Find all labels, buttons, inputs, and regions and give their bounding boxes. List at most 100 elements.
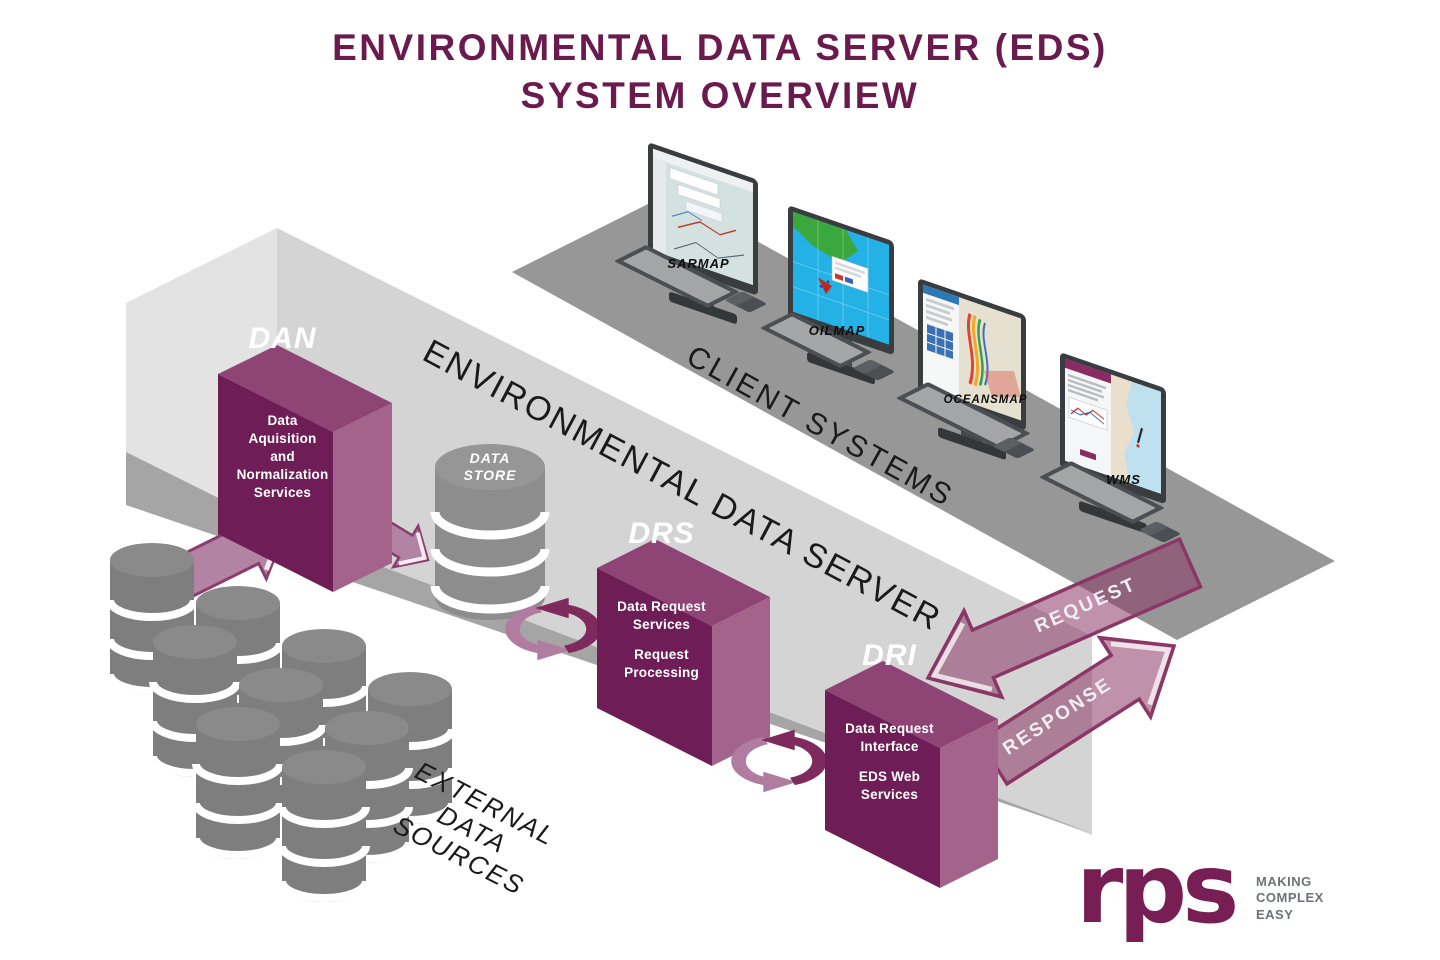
dri-front-face xyxy=(825,690,940,888)
current-ribbon-red xyxy=(967,313,975,385)
dri-box xyxy=(825,661,998,888)
popup-swatch-red xyxy=(835,273,843,281)
chart-line-red xyxy=(1070,407,1105,420)
monitor-base xyxy=(1079,501,1147,534)
monitor-base xyxy=(669,292,737,324)
oceansmap-keyboard xyxy=(896,382,1030,449)
panel-line xyxy=(1068,373,1106,390)
drs-top-face xyxy=(597,539,770,626)
current-ribbon-blue xyxy=(982,322,989,386)
dri-acronym: DRI xyxy=(862,639,917,672)
map-track-dark xyxy=(673,241,745,259)
diagram-title: ENVIRONMENTAL DATA SERVER (EDS) SYSTEM O… xyxy=(0,24,1440,120)
screen-popup xyxy=(685,200,723,223)
sync-arrows-drs-dri xyxy=(731,729,827,793)
map-track-blue xyxy=(671,211,703,222)
alert-area xyxy=(984,370,1021,398)
dan-side-face xyxy=(333,403,392,592)
dri-desc-line: Services xyxy=(860,786,919,802)
wms-monitor xyxy=(1060,353,1166,534)
current-ribbon-orange xyxy=(972,314,980,387)
panel-header xyxy=(923,284,959,306)
monitor-base xyxy=(938,427,1006,460)
response-arrow xyxy=(976,635,1177,787)
sarmap-keyboard xyxy=(614,245,739,308)
chart-line-blue xyxy=(1070,409,1105,425)
drs-desc-line: Data Request xyxy=(617,599,706,615)
oilmap-keyboard xyxy=(760,312,872,368)
oilmap-mouse xyxy=(854,360,894,380)
dri-top-face xyxy=(825,661,998,748)
map-coast xyxy=(1111,374,1134,484)
client-platform xyxy=(512,193,1335,640)
data-store-line: DATA xyxy=(469,449,511,466)
dan-front-face xyxy=(218,374,333,592)
popup-line xyxy=(835,266,861,279)
current-ribbon-green xyxy=(977,318,984,387)
dan-acronym: DAN xyxy=(248,322,317,355)
panel-line xyxy=(926,315,948,327)
drs-desc-line: Services xyxy=(632,617,691,633)
map-track-red xyxy=(677,221,737,236)
dan-box xyxy=(218,345,392,592)
panel-header xyxy=(1065,358,1111,384)
drs-front-face xyxy=(597,568,712,766)
arrow-chevron xyxy=(398,532,428,566)
brand-tagline: MAKING COMPLEX EASY xyxy=(1256,874,1324,923)
panel-grid-lines xyxy=(927,327,953,357)
map-marker-line xyxy=(1137,427,1143,444)
panel-line xyxy=(1068,388,1098,402)
oceansmap-mouse xyxy=(994,438,1034,458)
title-line-1: ENVIRONMENTAL DATA SERVER (EDS) xyxy=(332,27,1108,68)
rps-logo: rps xyxy=(1076,833,1239,945)
arrow-chevron xyxy=(1110,641,1172,706)
panel-button xyxy=(1080,449,1096,461)
dan-desc-line: Services xyxy=(253,484,312,500)
screen-popup xyxy=(677,183,721,210)
panel-grid xyxy=(927,324,953,360)
data-store-line: STORE xyxy=(463,467,517,483)
sarmap-mouse xyxy=(726,292,766,312)
spill-trajectory xyxy=(818,277,832,295)
dri-desc-line: Data Request xyxy=(845,721,934,737)
dan-desc-line: Aquisition xyxy=(248,431,317,447)
drs-desc-line: Processing xyxy=(624,664,699,680)
oilmap-keyboard-label: OILMAP xyxy=(808,322,866,338)
map-land xyxy=(793,211,858,263)
request-arrow xyxy=(925,536,1203,700)
panel-line xyxy=(926,303,950,316)
dri-description: Data Request Interface EDS Web Services xyxy=(825,696,954,828)
dri-desc-line: EDS Web xyxy=(858,769,921,784)
dan-description: Data Aquisition and Normalization Servic… xyxy=(218,382,347,532)
wms-keyboard-label: WMS xyxy=(1106,471,1141,487)
panel-line xyxy=(926,309,952,322)
sarmap-keyboard-label: SARMAP xyxy=(667,255,730,271)
screen-panel xyxy=(653,157,666,256)
map-marker-dot xyxy=(1136,444,1140,448)
spill-dot xyxy=(826,280,830,284)
wms-mouse xyxy=(1140,522,1180,542)
panel-line xyxy=(926,297,954,311)
popup-swatch-blue xyxy=(845,276,853,285)
tagline-line: EASY xyxy=(1256,906,1294,922)
drs-side-face xyxy=(712,597,770,766)
dan-desc-line: Data xyxy=(267,413,298,429)
dri-desc-line: Interface xyxy=(860,739,919,755)
spill-dot xyxy=(819,284,823,288)
data-store-cylinder xyxy=(430,444,550,620)
tagline-line: COMPLEX xyxy=(1256,890,1324,906)
data-store-label: DATA STORE xyxy=(438,441,542,493)
screen-toolbar xyxy=(653,148,753,193)
wms-keyboard xyxy=(1039,461,1164,524)
dan-top-face xyxy=(218,345,392,432)
drs-acronym: DRS xyxy=(628,517,695,550)
dan-desc-line: Normalization xyxy=(236,466,329,482)
monitor-base xyxy=(807,352,875,385)
title-line-2: SYSTEM OVERVIEW xyxy=(520,75,920,117)
dan-desc-line: and xyxy=(270,449,295,465)
drs-desc-line: Request xyxy=(634,647,689,662)
drs-box xyxy=(597,539,770,766)
popup-line xyxy=(835,261,865,275)
